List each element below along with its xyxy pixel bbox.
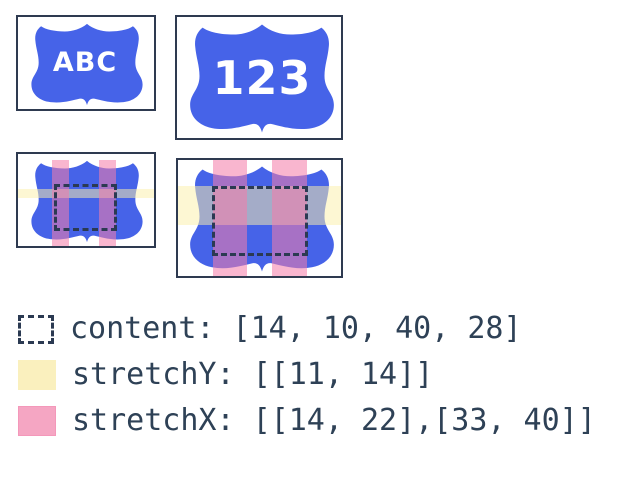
sprite-large-canvas: 123	[177, 17, 341, 138]
legend-row-stretch-y: stretchY: [[11, 14]]	[18, 352, 596, 398]
sprite-large-annotated	[176, 158, 343, 278]
sprite-small-canvas: ABC	[18, 17, 154, 109]
legend-row-content: content: [14, 10, 40, 28]	[18, 306, 596, 352]
stretch-x-swatch-icon	[18, 406, 56, 436]
stretch-y-band	[178, 186, 341, 225]
legend-label-stretch-x: stretchX: [[14, 22],[33, 40]]	[72, 403, 596, 438]
shield-text-small: ABC	[52, 46, 118, 78]
shield-text-large: 123	[212, 51, 312, 106]
sprite-large-annotated-canvas	[178, 160, 341, 276]
stretch-x-band	[99, 160, 116, 246]
sprite-small-annotated	[16, 152, 156, 248]
sprite-small-plain: ABC	[16, 15, 156, 111]
sprite-small-annotated-canvas	[18, 154, 154, 246]
content-rect	[54, 184, 117, 231]
content-rect	[212, 186, 308, 256]
stretch-y-swatch-icon	[18, 360, 56, 390]
content-swatch-icon	[18, 314, 54, 344]
route-shield-icon	[29, 22, 145, 107]
sprite-large-plain: 123	[175, 15, 343, 140]
legend-label-content: content: [14, 10, 40, 28]	[70, 311, 522, 346]
stretch-x-band	[213, 160, 247, 276]
legend: content: [14, 10, 40, 28] stretchY: [[11…	[18, 306, 596, 444]
legend-label-stretch-y: stretchY: [[11, 14]]	[72, 357, 434, 392]
stretch-y-band	[18, 189, 154, 198]
route-shield-icon	[187, 22, 337, 135]
stretch-x-band	[272, 160, 307, 276]
legend-row-stretch-x: stretchX: [[14, 22],[33, 40]]	[18, 398, 596, 444]
